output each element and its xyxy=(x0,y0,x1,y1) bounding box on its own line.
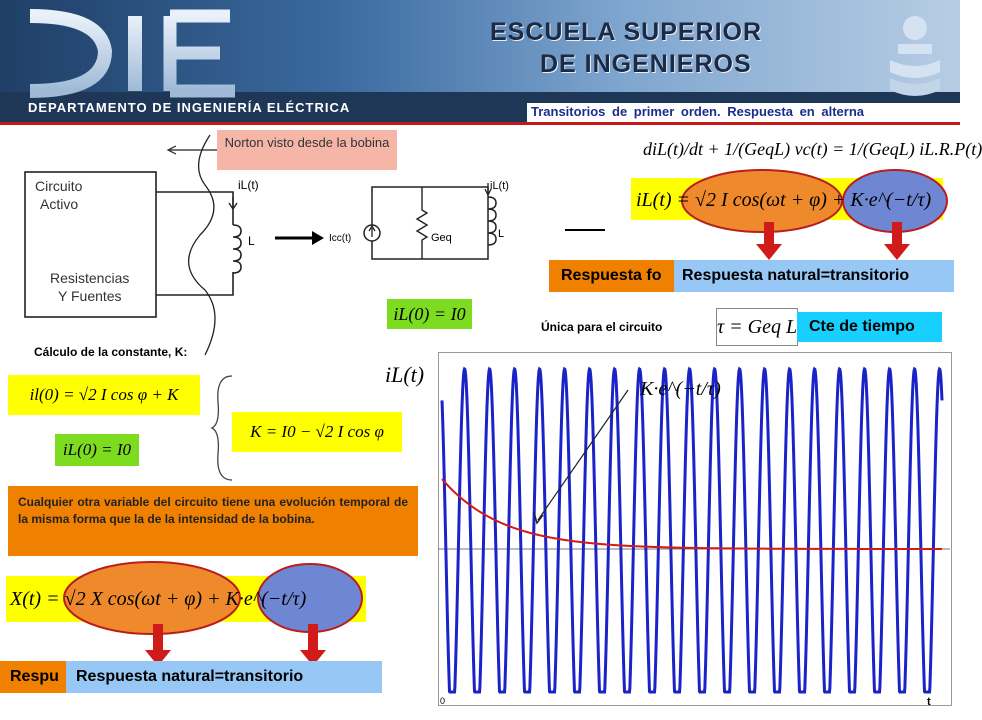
forced-arrow-head xyxy=(756,244,782,260)
x-equation: X(t) = √2 X cos(ωt + φ) + K·e^(−t/τ) xyxy=(10,588,307,610)
header-divider xyxy=(0,122,960,125)
plot-y-label: iL(t) xyxy=(385,362,425,387)
header-banner: ESCUELA SUPERIOR DE INGENIEROS DEPARTAME… xyxy=(0,0,960,122)
sinusoid-series-line xyxy=(440,366,944,694)
differential-equation: diL(t)/dt + 1/(GeqL) vc(t) = 1/(GeqL) iL… xyxy=(643,139,982,159)
inductor-current-right: iL(t) xyxy=(490,180,509,192)
k-equation-1: il(0) = √2 I cos φ + K xyxy=(8,375,200,415)
x-natural-arrow-shaft xyxy=(308,624,318,654)
x-forced-arrow-shaft xyxy=(153,624,163,654)
time-constant-equation: τ = Geq L xyxy=(716,308,798,346)
x-natural-arrow-head xyxy=(300,650,326,666)
initial-condition-equation: iL(0) = I0 xyxy=(387,299,472,329)
active-circuit-title-1: Circuito xyxy=(35,178,83,194)
plot-origin-label: 0 xyxy=(440,696,446,706)
die-logo xyxy=(29,9,235,98)
note-text: Cualquier otra variable del circuito tie… xyxy=(18,495,408,526)
active-circuit-sub-1: Resistencias xyxy=(50,270,130,286)
inductor-current-left: iL(t) xyxy=(238,178,259,192)
exponential-series-line xyxy=(441,478,942,550)
school-name-line-1: ESCUELA SUPERIOR xyxy=(490,18,763,46)
x-equation-ellipses xyxy=(63,561,363,635)
k-equation-2: iL(0) = I0 xyxy=(55,434,139,466)
note-box: Cualquier otra variable del circuito tie… xyxy=(8,486,418,556)
topic-bar xyxy=(527,103,960,122)
topic-title: Transitorios de primer orden. Respuesta … xyxy=(531,104,864,119)
norton-label: Norton visto desde la bobina xyxy=(224,135,390,150)
department-name: DEPARTAMENTO DE INGENIERÍA ELÉCTRICA xyxy=(28,100,351,115)
school-crest-icon xyxy=(890,16,940,96)
exponential-pointer-line xyxy=(537,389,629,521)
unique-label: Única para el circuito xyxy=(541,320,663,334)
norton-source-label: Icc(t) xyxy=(329,233,352,244)
time-constant-label: Cte de tiempo xyxy=(797,312,942,342)
norton-label-box: Norton visto desde la bobina xyxy=(217,130,397,170)
response-plot xyxy=(438,366,950,694)
k-calculation-title: Cálculo de la constante, K: xyxy=(34,345,188,359)
active-circuit-sub-2: Y Fuentes xyxy=(58,288,122,304)
k-equation-3: K = I0 − √2 I cos φ xyxy=(232,412,402,452)
natural-arrow-head xyxy=(884,244,910,260)
school-name-line-2: DE INGENIEROS xyxy=(540,50,752,78)
natural-arrow-shaft xyxy=(892,222,902,248)
forced-response-label: Respuesta fo xyxy=(549,260,691,292)
active-circuit-title-2: Activo xyxy=(40,196,79,212)
inductor-label-left: L xyxy=(248,234,255,248)
plot-x-label: t xyxy=(927,696,931,708)
plot-exponential-label: K·e^(−t/τ) xyxy=(640,378,721,400)
x-natural-response-label: Respuesta natural=transitorio xyxy=(66,661,382,693)
geq-label: Geq xyxy=(431,232,452,244)
inductor-label-right: L xyxy=(498,228,505,240)
solution-highlight-ellipses xyxy=(681,169,948,233)
natural-response-label: Respuesta natural=transitorio xyxy=(674,260,954,292)
brace-icon xyxy=(210,375,233,481)
forced-arrow-shaft xyxy=(764,222,774,248)
solution-equation: iL(t) = √2 I cos(ωt + φ) + K·e^(−t/τ) xyxy=(636,189,932,211)
x-forced-arrow-head xyxy=(145,650,171,666)
exponential-pointer-head xyxy=(533,511,544,525)
